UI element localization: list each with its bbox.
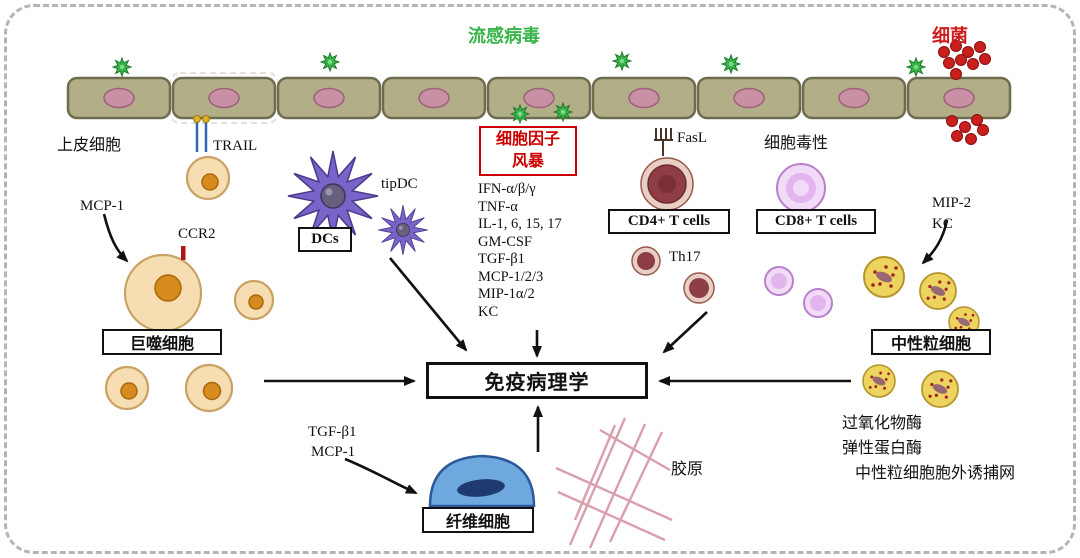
cytokine-item: TGF-β1 bbox=[478, 251, 525, 267]
cd4-t-cells bbox=[631, 157, 715, 304]
cytokine-storm-line1: 细胞因子 bbox=[495, 130, 560, 148]
collagen-label: 胶原 bbox=[671, 461, 704, 478]
cytokine-list: IFN-α/β/γ TNF-α IL-1, 6, 15, 17 GM-CSF T… bbox=[478, 181, 562, 321]
th17-label: Th17 bbox=[669, 249, 701, 265]
arrow-tgfb1-to-fibrocyte bbox=[344, 457, 418, 495]
arrow-tcells-to-immunopathology bbox=[662, 311, 708, 354]
cytotoxicity-label: 细胞毒性 bbox=[764, 135, 829, 152]
epithelial-cell-row bbox=[66, 72, 1012, 124]
neutrophil-box-label: 中性粒细胞 bbox=[871, 329, 991, 355]
cytokine-storm-line2: 风暴 bbox=[511, 153, 544, 170]
peroxidase-label: 过氧化物酶 bbox=[842, 415, 923, 432]
flow-arrows bbox=[102, 213, 949, 495]
bacteria-label: 细菌 bbox=[932, 26, 968, 46]
bacteria-icons bbox=[938, 40, 991, 145]
ccr2-label: CCR2 bbox=[178, 226, 216, 242]
nets-label: 中性粒细胞胞外诱捕网 bbox=[855, 465, 1016, 482]
cytokine-item: TNF-α bbox=[478, 198, 518, 215]
cd8-t-cells bbox=[764, 163, 833, 318]
tipdc-label: tipDC bbox=[381, 176, 418, 192]
fibrocyte-cell bbox=[428, 454, 536, 508]
elastase-label: 弹性蛋白酶 bbox=[842, 440, 923, 457]
macrophage-box-label: 巨噬细胞 bbox=[102, 329, 222, 355]
arrow-mip2-to-neutrophil bbox=[921, 219, 949, 265]
epithelial-nuclei bbox=[103, 87, 975, 109]
arrow-mcp1-to-macrophage bbox=[102, 213, 129, 263]
cytokine-item: MCP-1/2/3 bbox=[478, 268, 544, 285]
trail-receptor-icon bbox=[193, 115, 210, 152]
fasl-label: FasL bbox=[677, 130, 707, 146]
influenza-virus-label: 流感病毒 bbox=[468, 26, 540, 46]
epithelial-cell-label: 上皮细胞 bbox=[57, 137, 122, 154]
cytokine-item: GM-CSF bbox=[478, 233, 532, 250]
mip2-label: MIP-2 bbox=[932, 195, 972, 211]
macrophage-nuclei bbox=[120, 173, 264, 401]
cytokine-item: KC bbox=[478, 303, 499, 320]
cytokine-item: MIP-1α/2 bbox=[478, 286, 535, 302]
trail-label: TRAIL bbox=[213, 138, 258, 154]
cytokine-item: IL-1, 6, 15, 17 bbox=[478, 216, 562, 232]
macrophage-cells bbox=[104, 155, 275, 413]
mcp1-bottom-label: MCP-1 bbox=[311, 444, 356, 460]
mcp1-left-label: MCP-1 bbox=[80, 198, 125, 214]
arrow-dc-to-immunopathology bbox=[388, 257, 468, 352]
ccr2-receptor-icon bbox=[181, 246, 186, 260]
cytokine-item: IFN-α/β/γ bbox=[478, 181, 536, 197]
fasl-receptor-icon bbox=[654, 128, 673, 156]
immunopathology-box-label: 免疫病理学 bbox=[426, 362, 648, 399]
tgfb1-bottom-label: TGF-β1 bbox=[308, 424, 357, 440]
cytokine-storm-box: 细胞因子 风暴 bbox=[479, 126, 577, 176]
cd8-t-cells-box-label: CD8+ T cells bbox=[756, 209, 876, 234]
kc-right-label: KC bbox=[932, 216, 953, 232]
fibrocyte-box-label: 纤维细胞 bbox=[422, 507, 534, 533]
collagen-fibers bbox=[555, 417, 673, 549]
dcs-box-label: DCs bbox=[298, 227, 352, 252]
cd4-t-cells-box-label: CD4+ T cells bbox=[608, 209, 730, 234]
